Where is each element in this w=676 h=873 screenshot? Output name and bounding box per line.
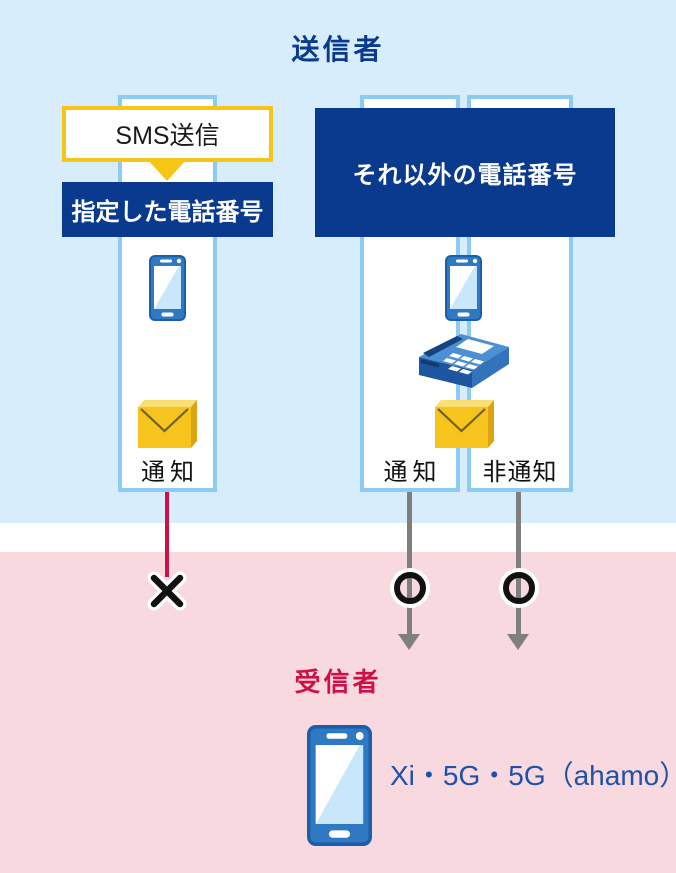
specified-number-box: 指定した電話番号 (62, 182, 273, 237)
other-numbers-box: それ以外の電話番号 (315, 108, 615, 237)
envelope-icon (435, 400, 494, 448)
envelope-icon (138, 400, 197, 448)
smartphone-icon (149, 255, 186, 321)
sms-send-callout: SMS送信 (62, 106, 273, 162)
delivered-connector-line (516, 492, 521, 634)
anonymous-label: 非通知 (482, 459, 558, 486)
receiver-title: 受信者 (294, 667, 382, 697)
cross-mark-icon (147, 571, 187, 611)
arrow-down-icon (398, 634, 420, 650)
desk-phone-icon (419, 334, 509, 388)
circle-mark-icon (394, 572, 426, 604)
callout-pointer-triangle (148, 160, 186, 181)
sender-zone-background (0, 0, 676, 523)
sender-title: 送信者 (291, 34, 385, 65)
zone-divider (0, 523, 676, 552)
arrow-down-icon (507, 634, 529, 650)
delivered-connector-line (407, 492, 412, 634)
notify-label-left: 通知 (141, 459, 199, 486)
smartphone-icon (445, 255, 482, 321)
blocked-connector-line (165, 492, 169, 577)
receiver-device-label: Xi・5G・5G（ahamo） (390, 760, 676, 791)
notify-label-right: 通知 (383, 459, 442, 486)
smartphone-icon (307, 725, 372, 846)
circle-mark-icon (503, 572, 535, 604)
